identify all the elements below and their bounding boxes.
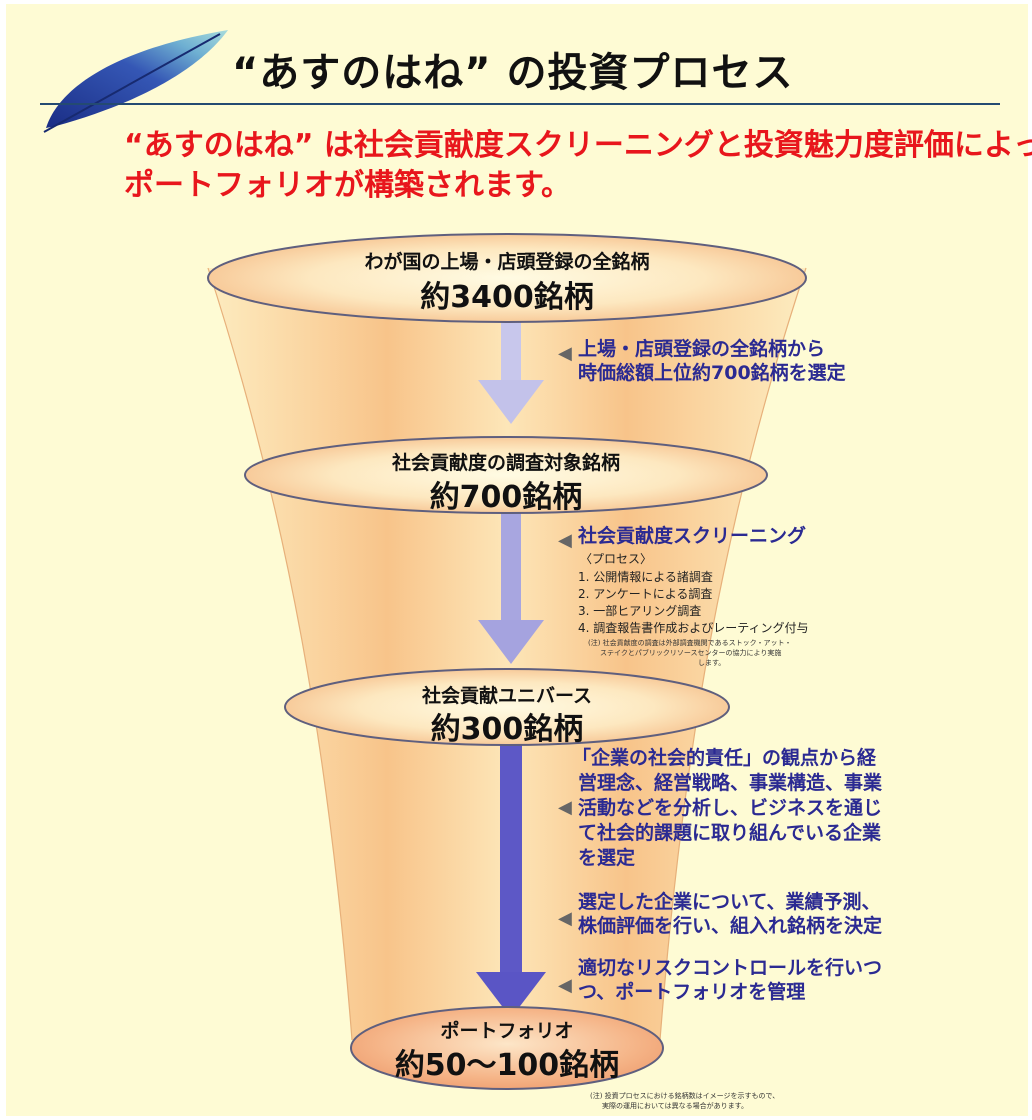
level-2-label: 社会貢献度の調査対象銘柄 [391,452,621,474]
process-item: 1. 公開情報による諸調査 [578,570,713,584]
level-1-count: 約3400銘柄 [420,280,594,315]
level-4-ellipse [350,1006,664,1090]
step-3-line-2: 営理念、経営戦略、事業構造、事業 [578,772,883,794]
process-item: 2. アンケートによる調査 [578,587,713,601]
feather-logo-icon [43,30,228,133]
level-2-count: 約700銘柄 [429,480,583,515]
page-title: “あすのはね” の投資プロセス [232,50,794,96]
process-item: 4. 調査報告書作成およびレーティング付与 [578,621,809,635]
footnote-line-2: 実際の運用においては異なる場合があります。 [602,1102,748,1110]
title-divider [40,103,1000,105]
level-4-label: ポートフォリオ [440,1020,574,1042]
step-5-line-2: つ、ポートフォリオを管理 [578,981,806,1003]
step-4-line-1: 選定した企業について、業績予測、 [578,891,881,913]
pointer-triangle-icon: ◀ [558,975,572,996]
step-1-line-1: 上場・店頭登録の全銘柄から [578,338,826,360]
arrow-down-icon [476,742,546,1018]
level-3-label: 社会貢献ユニバース [421,685,593,707]
level-1-label: わが国の上場・店頭登録の全銘柄 [364,251,650,273]
process-note-line-1: (注) 社会貢献度の調査は外部調査機関であるストック・アット・ [588,639,792,647]
level-2-ellipse [244,436,768,514]
arrow-down-icon [478,510,544,664]
step-3-line-1: 「企業の社会的責任」の観点から経 [572,747,877,769]
subtitle-line-2: ポートフォリオが構築されます。 [124,168,571,203]
step-2-heading: 社会貢献度スクリーニング [578,525,807,547]
process-item: 3. 一部ヒアリング調査 [578,604,702,618]
step-1-line-2: 時価総額上位約700銘柄を選定 [578,362,846,384]
step-4-line-2: 株価評価を行い、組入れ銘柄を決定 [578,915,883,937]
level-3-count: 約300銘柄 [430,712,584,747]
pointer-triangle-icon: ◀ [558,343,572,364]
footnote-line-1: (注) 投資プロセスにおける銘柄数はイメージを示すもので、 [590,1092,780,1100]
pointer-triangle-icon: ◀ [558,530,572,551]
step-3-line-5: を選定 [578,847,636,869]
process-note-line-3: します。 [698,659,726,667]
pointer-triangle-icon: ◀ [558,908,572,929]
level-3-ellipse [284,668,730,746]
pointer-triangle-icon: ◀ [558,797,572,818]
step-3-line-4: て社会的課題に取り組んでいる企業 [578,822,882,844]
step-5-line-1: 適切なリスクコントロールを行いつ [578,957,883,979]
process-heading: 〈プロセス〉 [580,552,653,566]
step-3-line-3: 活動などを分析し、ビジネスを通じ [578,797,883,819]
level-4-count: 約50〜100銘柄 [394,1048,620,1083]
subtitle-line-1: “あすのはね” は社会貢献度スクリーニングと投資魅力度評価によって、 [124,128,1032,163]
level-1-ellipse [207,233,807,323]
process-note-line-2: ステイクとパブリックリソースセンターの協力により実施 [600,649,782,657]
arrow-down-icon [478,318,544,424]
